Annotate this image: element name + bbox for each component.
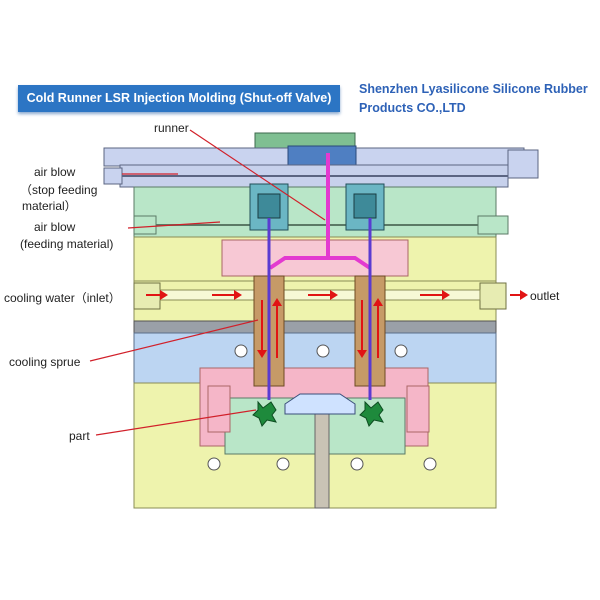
label-air-blow-feed-detail: (feeding material) — [20, 237, 114, 251]
air-fitting-right-top — [507, 149, 539, 179]
guide-hole — [394, 344, 408, 358]
air-fitting-right-mid — [477, 215, 509, 235]
label-air-blow-feed: air blow — [34, 220, 76, 234]
water-fitting-right — [479, 282, 507, 310]
label-outlet: outlet — [530, 289, 560, 303]
guide-hole — [350, 457, 364, 471]
label-air-blow-stop: air blow — [34, 165, 76, 179]
cooling-plate — [133, 280, 497, 322]
company-name-line-2: Products CO.,LTD — [359, 101, 466, 115]
leader-cooling-sprue — [89, 319, 259, 362]
title-banner: Cold Runner LSR Injection Molding (Shut-… — [18, 85, 340, 112]
company-name-line-1: Shenzhen Lyasilicone Silicone Rubber — [359, 82, 588, 96]
guide-hole — [316, 344, 330, 358]
air-fitting-left-top — [103, 167, 123, 185]
separator-plate — [133, 320, 497, 334]
leader-runner — [189, 129, 326, 221]
label-cooling-sprue: cooling sprue — [9, 355, 81, 369]
ejector-pin — [314, 413, 330, 509]
side-pin-right — [406, 385, 430, 433]
leader-air-feed — [127, 221, 221, 229]
label-air-blow-stop-detail-2: material） — [22, 199, 77, 213]
part-right — [359, 400, 384, 427]
guide-hole — [276, 457, 290, 471]
guide-hole — [207, 457, 221, 471]
label-runner: runner — [154, 121, 189, 135]
label-air-blow-stop-detail: （stop feeding — [20, 183, 98, 197]
guide-hole — [234, 344, 248, 358]
part-left — [252, 400, 277, 427]
sprue-bushing — [287, 145, 357, 167]
leader-part — [95, 409, 257, 436]
label-part: part — [69, 429, 90, 443]
flow-arrows — [146, 290, 528, 358]
manifold-plate-green — [133, 186, 497, 238]
label-cooling-water-inlet: cooling water（inlet） — [4, 291, 121, 305]
page-title: Cold Runner LSR Injection Molding (Shut-… — [26, 91, 332, 105]
manifold-block — [221, 239, 409, 277]
part-cavity — [284, 393, 356, 415]
valve-piston-right — [353, 193, 377, 219]
side-pin-left — [207, 385, 231, 433]
air-fitting-left-mid — [133, 215, 157, 235]
runner-horizontal — [268, 256, 372, 270]
valve-piston-left — [257, 193, 281, 219]
guide-hole — [423, 457, 437, 471]
